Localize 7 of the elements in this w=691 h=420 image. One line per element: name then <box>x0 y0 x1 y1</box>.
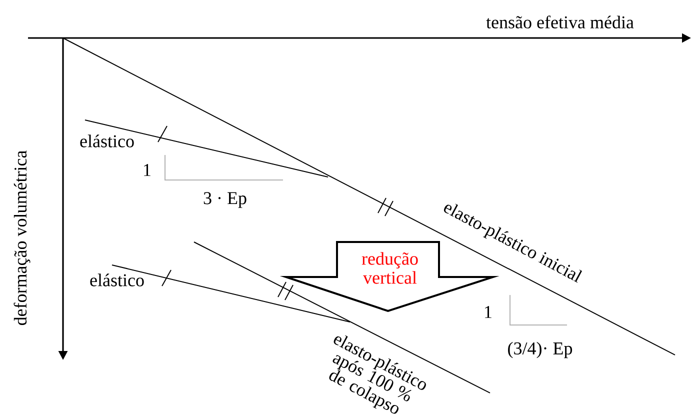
axis-label: tensão efetiva média <box>486 16 634 28</box>
text-label: elástico <box>80 134 134 148</box>
text-label: 3 · Ep <box>204 192 246 208</box>
text-label: 1 <box>144 164 150 176</box>
text-label: (3/4)· Ep <box>508 342 572 358</box>
axis-label: deformação volumétrica <box>14 150 30 326</box>
text-label: elástico <box>90 274 144 286</box>
